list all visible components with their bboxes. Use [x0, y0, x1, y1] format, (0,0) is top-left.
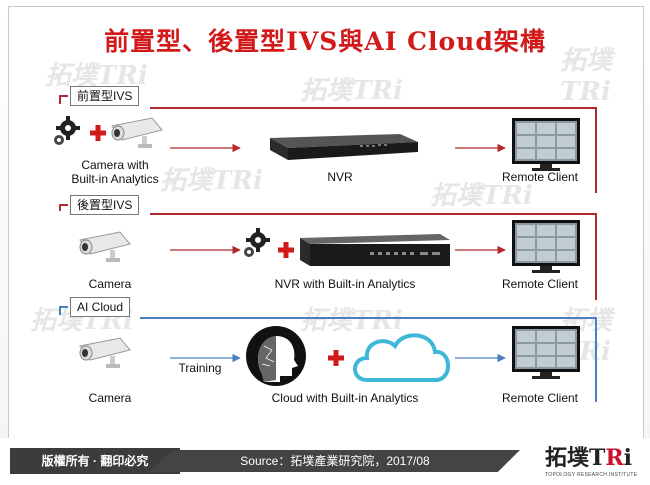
front-bracket: [59, 95, 68, 104]
cloud-analytics-label: Cloud with Built-in Analytics: [271, 391, 419, 405]
nvr-device-icon: [300, 234, 450, 266]
camera-icon: [79, 231, 131, 262]
training-label: Training: [178, 361, 222, 375]
remote-client-label: Remote Client: [501, 391, 579, 405]
camera-icon: [79, 337, 131, 368]
monitor-icon: [512, 220, 580, 273]
front-frame-line: [150, 107, 597, 193]
nvr-analytics-label: NVR with Built-in Analytics: [274, 277, 416, 291]
cloud-icon: [353, 333, 450, 382]
ai-head-icon: [246, 326, 306, 386]
page-title: 前置型、後置型IVS與AI Cloud架構: [104, 27, 546, 56]
logo-subtext: TOPOLOGY RESEARCH INSTITUTE: [545, 472, 638, 478]
section-tag-back-ivs: 後置型IVS: [70, 195, 140, 215]
camera-icon: [111, 117, 163, 148]
copyright-notice: 版權所有 · 翻印必究: [10, 448, 180, 474]
remote-client-label: Remote Client: [501, 170, 579, 184]
monitor-icon: [512, 118, 580, 171]
section-tag-front-ivs: 前置型IVS: [70, 86, 140, 106]
plus-icon: [90, 125, 106, 141]
camera-label: Camera: [88, 277, 132, 291]
remote-client-label: Remote Client: [501, 277, 579, 291]
plus-icon: [278, 242, 294, 258]
cloud-frame-line: [140, 317, 597, 402]
monitor-icon: [512, 326, 580, 379]
back-bracket: [59, 204, 68, 211]
cloud-bracket: [59, 306, 68, 315]
gear-icon: [54, 116, 80, 145]
nvr-label: NVR: [327, 170, 353, 184]
camera-label: Camera: [88, 391, 132, 405]
source-note: Source：拓墣產業研究院，2017/08: [150, 450, 520, 472]
section-tag-ai-cloud: AI Cloud: [70, 297, 131, 317]
back-frame-line: [150, 213, 597, 300]
camera-analytics-label: Camera with Built-in Analytics: [71, 158, 159, 186]
logo-text: 拓墣TRi: [545, 445, 633, 471]
tri-logo: 拓墣TRi TOPOLOGY RESEARCH INSTITUTE: [545, 440, 640, 480]
nvr-device-icon: [270, 134, 418, 160]
plus-icon: [328, 350, 344, 366]
gear-icon: [244, 228, 270, 257]
